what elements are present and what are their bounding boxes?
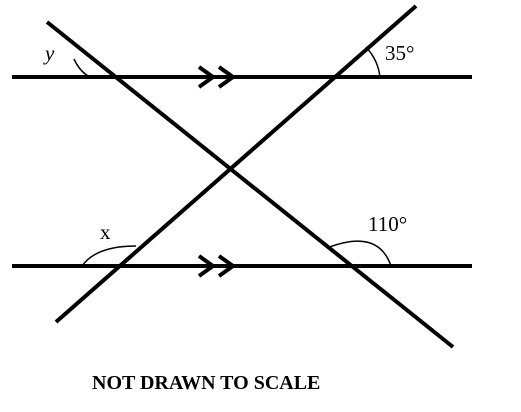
angle-arc-110 — [326, 240, 392, 267]
bottom-parallel-marker — [197, 254, 237, 278]
angle-arc-y — [73, 58, 91, 78]
transversal-ascending — [54, 4, 418, 324]
angle-arc-35 — [365, 46, 381, 78]
angle-label-35: 35° — [385, 41, 414, 65]
angle-label-110: 110° — [368, 212, 407, 236]
angle-label-y: y — [43, 41, 55, 65]
angle-arc-x — [81, 245, 137, 267]
top-parallel-marker — [197, 65, 237, 89]
angle-label-x: x — [100, 220, 111, 244]
scale-note: NOT DRAWN TO SCALE — [92, 372, 320, 394]
transversal-descending — [45, 20, 455, 349]
